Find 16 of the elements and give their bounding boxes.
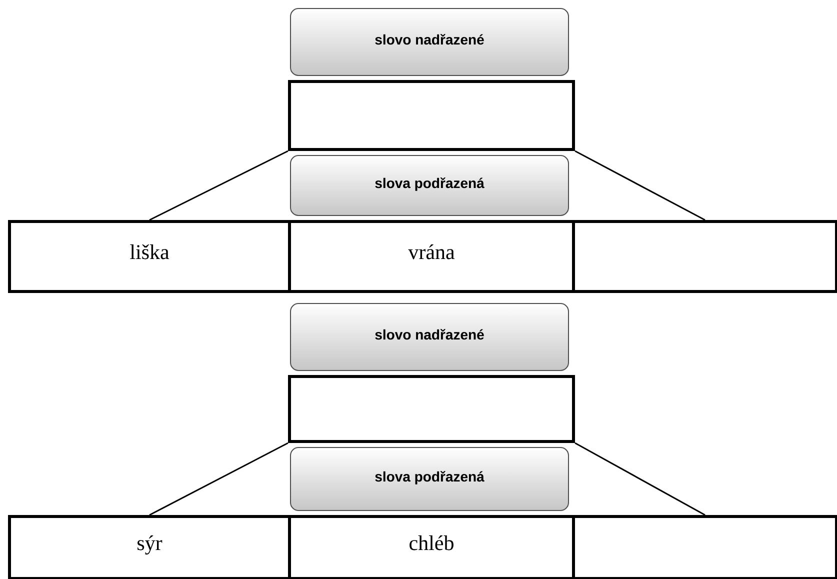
empty-box (288, 80, 575, 151)
label-box: slovo nadřazené (290, 8, 569, 76)
label-box: slova podřazená (290, 155, 569, 216)
empty-box (288, 375, 575, 443)
word-box: vrána (288, 220, 575, 293)
word-box: liška (8, 220, 291, 293)
connector-line (574, 150, 706, 221)
connector-line (149, 442, 288, 516)
word-box (572, 220, 837, 293)
label-box: slovo nadřazené (290, 303, 569, 371)
word-box: sýr (8, 515, 291, 579)
connector-line (574, 442, 706, 516)
word-box (572, 515, 837, 579)
word-box: chléb (288, 515, 575, 579)
connector-line (149, 150, 288, 221)
label-box: slova podřazená (290, 447, 569, 511)
